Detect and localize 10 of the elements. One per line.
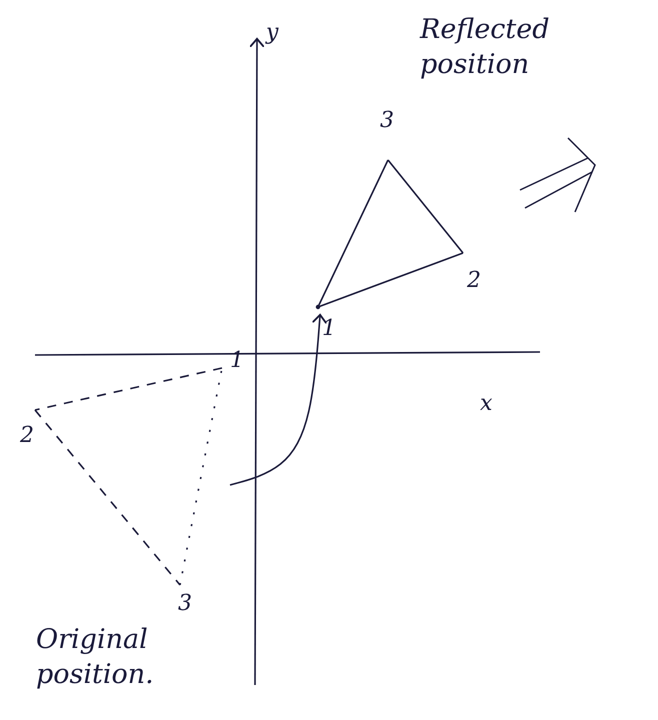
vertex-label: 2: [20, 425, 34, 447]
reflected-position-caption: Reflected position: [420, 13, 551, 82]
vertex-label: 3: [178, 593, 192, 615]
axis-label: y: [266, 22, 278, 44]
curved-arrow: [230, 314, 328, 486]
original-position-caption: Original position.: [36, 623, 155, 692]
vertex-label: 2: [467, 270, 481, 292]
axis-label: x: [480, 393, 492, 415]
vertex-label: 1: [322, 318, 336, 340]
vertex-label: 3: [380, 110, 394, 132]
